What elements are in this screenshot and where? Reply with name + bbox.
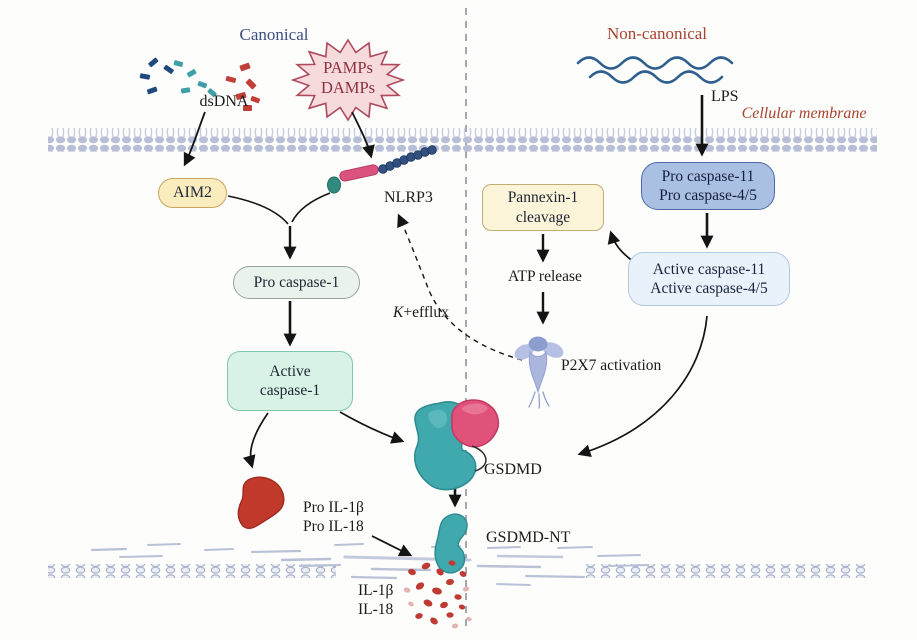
merge-connectors (227, 192, 331, 225)
pro-caspase11-label: Pro caspase-11 Pro caspase-4/5 (659, 167, 757, 206)
pro-il-label: Pro IL-1β Pro IL-18 (303, 499, 364, 537)
pamps-damps-label: PAMPs DAMPs (321, 58, 375, 98)
dsdna-icon (139, 57, 261, 111)
k-efflux-rest: +efflux (403, 304, 449, 321)
pro-caspase11-box: Pro caspase-11 Pro caspase-4/5 (641, 162, 775, 210)
pamps-damps-starburst (290, 38, 406, 122)
active-caspase11-line1: Active caspase-11 (652, 260, 766, 278)
cellular-membrane-label: Cellular membrane (741, 105, 867, 122)
p2x7-activation-label: P2X7 activation (561, 357, 662, 374)
noncanonical-pathway-title: Non-canonical (606, 24, 708, 43)
il-released-label: IL-1β IL-18 (358, 582, 393, 620)
p2x7-receptor-icon (514, 336, 564, 409)
active-caspase1-line1: Active (269, 362, 311, 380)
canonical-pathway-title: Canonical (239, 25, 309, 44)
active-caspase11-label: Active caspase-11 Active caspase-4/5 (650, 260, 768, 299)
damps-line: DAMPs (320, 77, 376, 97)
dsdna-label: dsDNA (199, 93, 249, 110)
active-caspase1-line2: caspase-1 (259, 382, 321, 399)
pro-il-blob-icon (237, 476, 285, 529)
aim2-box: AIM2 (158, 178, 227, 208)
pamps-line: PAMPs (323, 58, 373, 77)
arrow-activec11-to-gsdmd (577, 315, 708, 458)
gsdmd-complex-icon (414, 399, 500, 491)
bottom-membrane-left (48, 564, 336, 578)
arrow-activec1-to-proil (242, 412, 269, 469)
gsdmd-label: GSDMD (484, 461, 542, 478)
nlrp3-label: NLRP3 (384, 189, 433, 206)
pannexin-cleavage-box: Pannexin-1 cleavage (482, 184, 604, 231)
arrow-dsdna-to-aim2 (183, 111, 206, 167)
pro-caspase1-label: Pro caspase-1 (253, 273, 340, 291)
pro-caspase1-box: Pro caspase-1 (233, 266, 360, 299)
active-caspase1-box: Active caspase-1 (227, 351, 353, 411)
pro-caspase11-line2: Pro caspase-4/5 (659, 187, 757, 204)
lps-label: LPS (711, 88, 739, 105)
il-particles (403, 560, 472, 629)
nlrp3-icon (327, 145, 437, 194)
atp-release-label: ATP release (508, 268, 582, 285)
pannexin-line2: cleavage (515, 208, 571, 226)
gsdmd-nt-icon (434, 513, 468, 574)
pro-il-line1: Pro IL-1β (303, 499, 364, 516)
pannexin-line1: Pannexin-1 (507, 189, 579, 207)
active-caspase11-line2: Active caspase-4/5 (650, 280, 768, 297)
aim2-label: AIM2 (172, 184, 213, 201)
arrow-activec1-to-gsdmd (339, 411, 405, 444)
il-line1: IL-1β (358, 582, 394, 599)
arrow-proil-to-pore (371, 535, 413, 557)
arrow-pamps-to-nlrp3 (351, 111, 375, 159)
k-efflux-dashed-arrow (397, 213, 523, 361)
il-line2: IL-18 (358, 600, 394, 618)
active-caspase1-label: Active caspase-1 (260, 362, 320, 401)
pannexin-label: Pannexin-1 cleavage (508, 188, 579, 227)
gsdmd-nt-label: GSDMD-NT (486, 529, 571, 546)
k-efflux-label: K+efflux (393, 304, 449, 323)
lps-waves-icon (576, 56, 734, 84)
pro-caspase11-line1: Pro caspase-11 (661, 167, 755, 185)
active-caspase11-box: Active caspase-11 Active caspase-4/5 (628, 252, 790, 306)
pro-il-line2: Pro IL-18 (303, 517, 364, 535)
bottom-membrane-right (586, 564, 870, 578)
k-efflux-k: K (393, 304, 404, 321)
top-cell-membrane (48, 128, 877, 152)
